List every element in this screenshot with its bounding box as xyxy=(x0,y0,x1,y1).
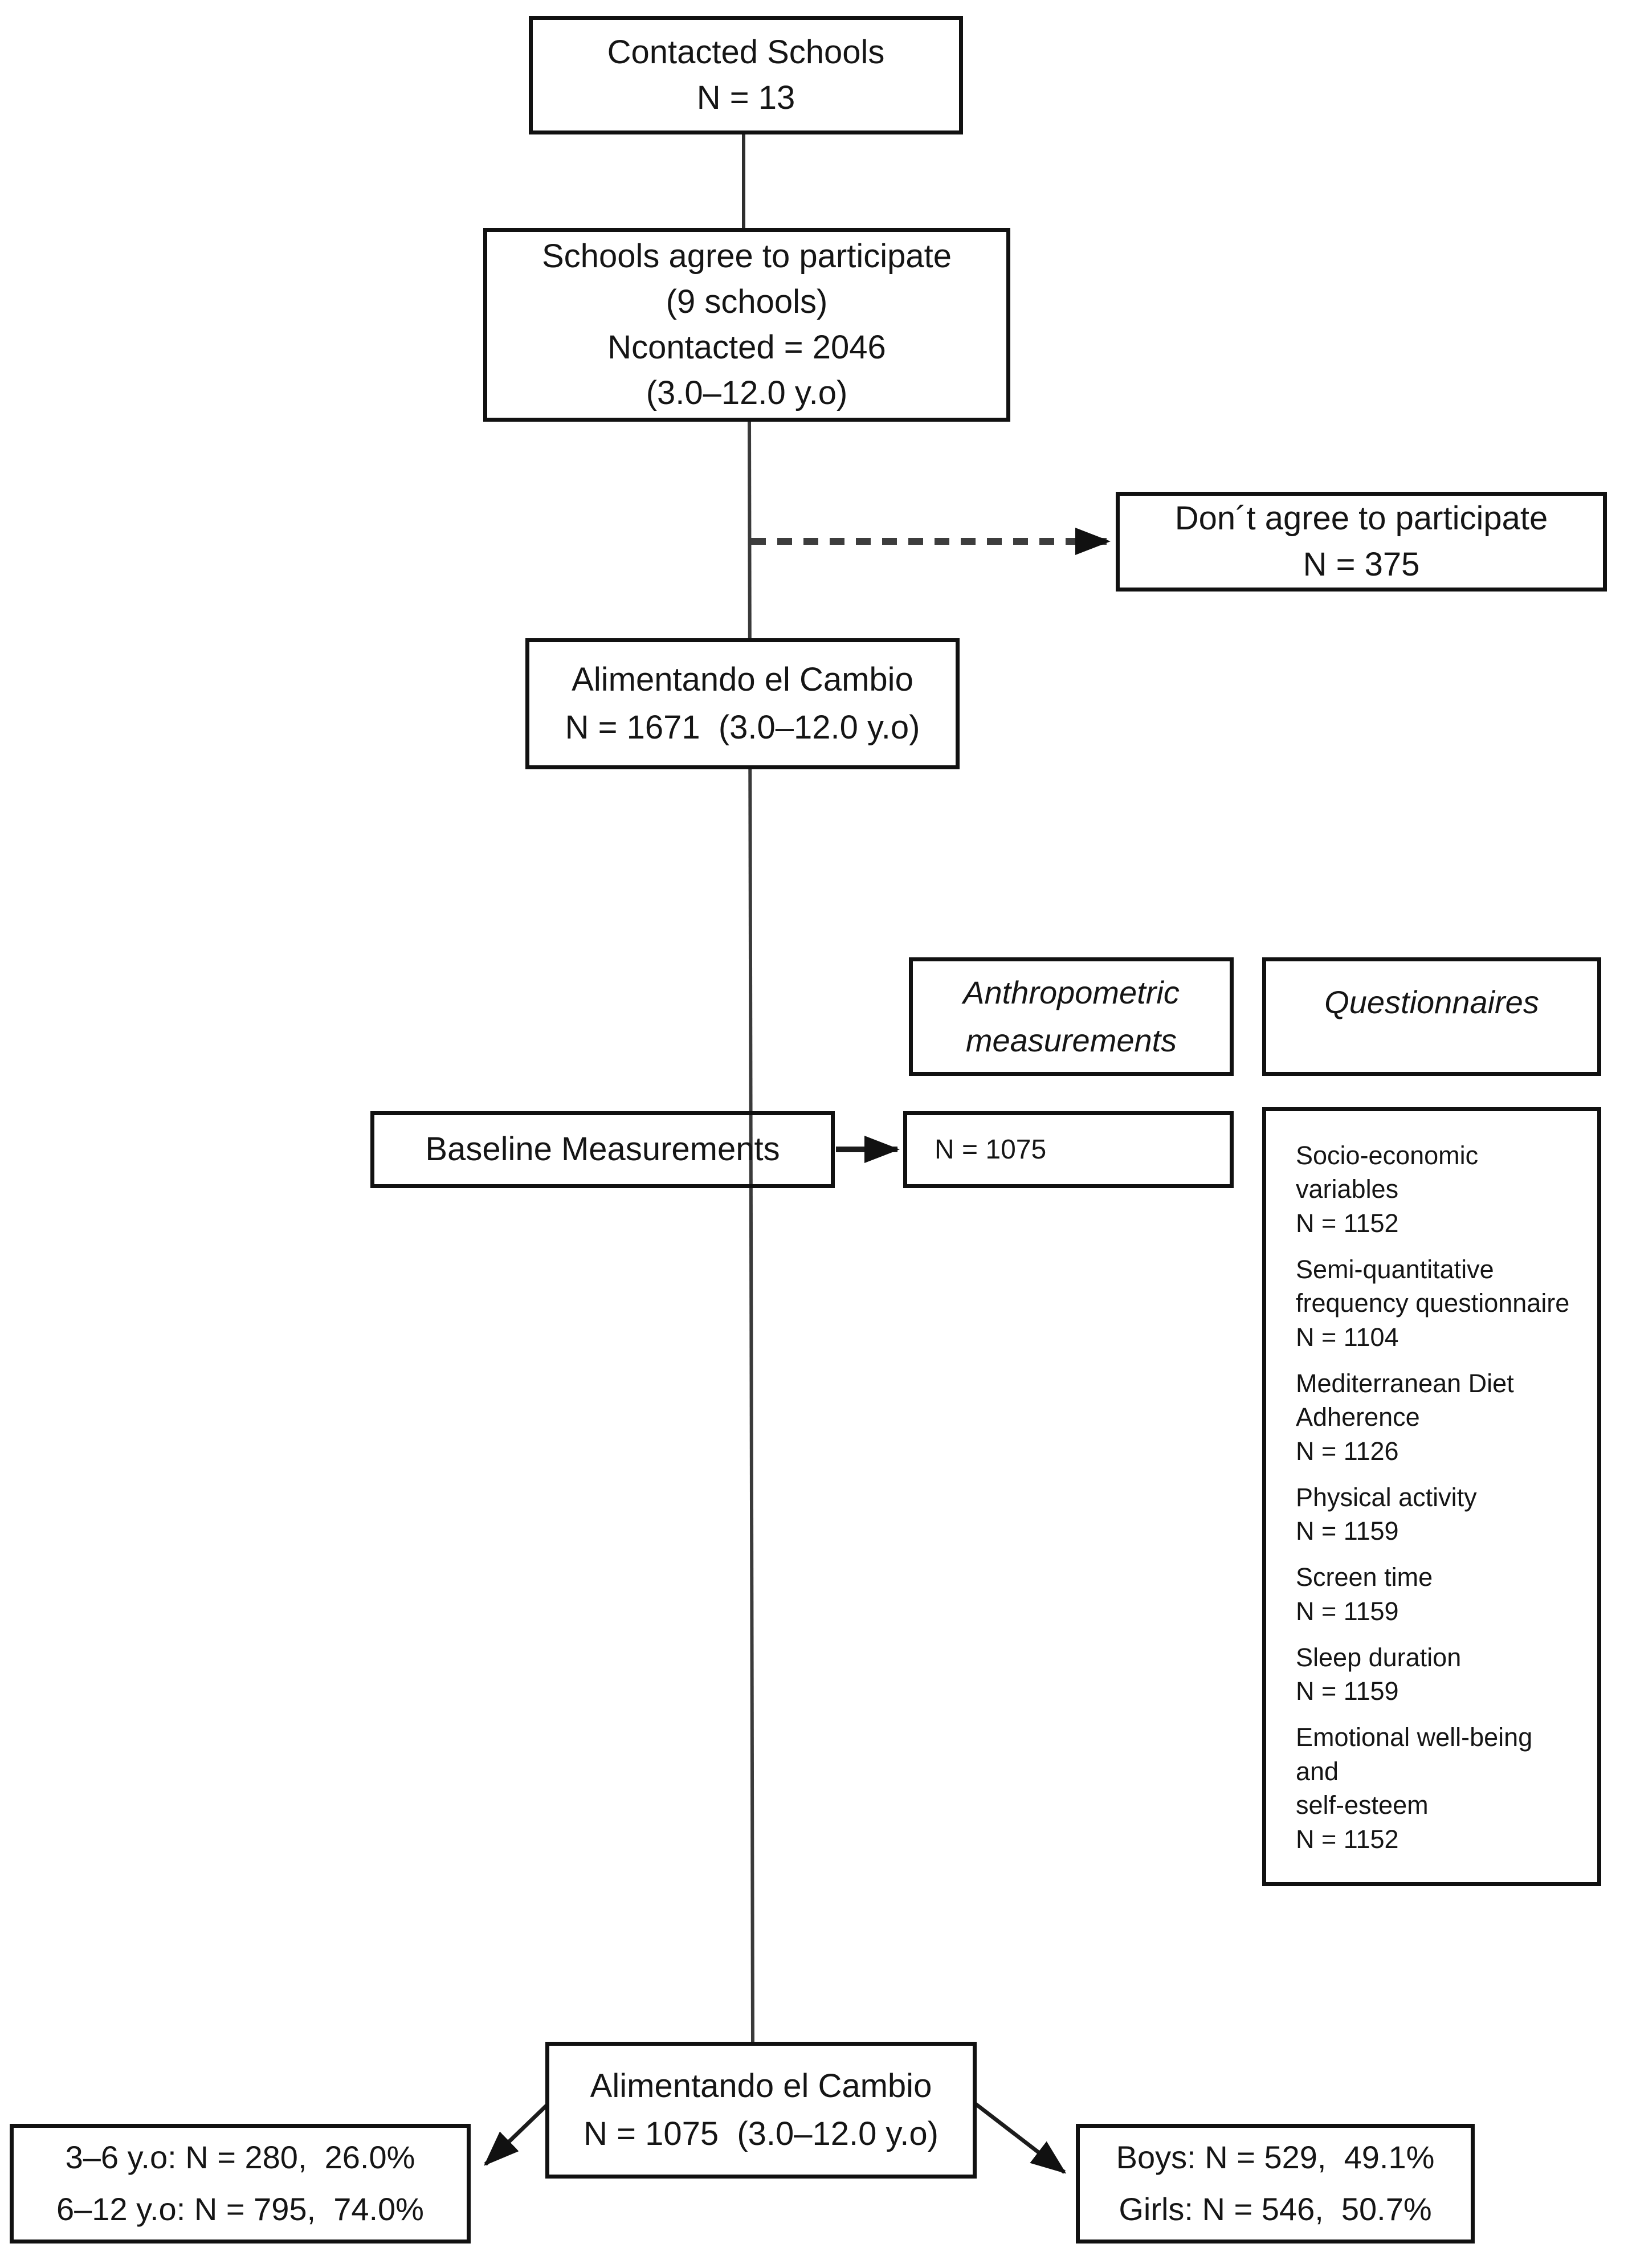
dont-agree-title: Don´t agree to participate xyxy=(1174,500,1548,537)
box-baseline-measurements: Baseline Measurements xyxy=(370,1111,835,1188)
schools-agree-age-range: (3.0–12.0 y.o) xyxy=(646,374,848,412)
box-contacted-schools: Contacted Schools N = 13 xyxy=(529,16,963,134)
age-split-younger: 3–6 y.o: N = 280, 26.0% xyxy=(65,2139,415,2176)
anthropometric-header-line1: Anthropometric xyxy=(963,974,1180,1010)
box-anthropometric-header: Anthropometric measurements xyxy=(909,957,1234,1076)
questionnaire-item-name: Adherence xyxy=(1296,1402,1420,1432)
questionnaire-item-name: Semi-quantitative xyxy=(1296,1254,1494,1284)
schools-agree-title: Schools agree to participate xyxy=(542,237,952,275)
box-sex-split: Boys: N = 529, 49.1% Girls: N = 546, 50.… xyxy=(1076,2124,1475,2243)
box-dont-agree: Don´t agree to participate N = 375 xyxy=(1116,492,1607,592)
dont-agree-n: N = 375 xyxy=(1303,545,1420,583)
anthropometric-header-line2: measurements xyxy=(965,1022,1177,1058)
schools-agree-ncontacted: Ncontacted = 2046 xyxy=(607,329,886,366)
questionnaire-item-n: N = 1152 xyxy=(1296,1824,1399,1854)
questionnaires-header-title: Questionnaires xyxy=(1324,984,1539,1020)
box-age-split: 3–6 y.o: N = 280, 26.0% 6–12 y.o: N = 79… xyxy=(10,2124,471,2243)
final-sample-n: N = 1075 (3.0–12.0 y.o) xyxy=(584,2115,939,2152)
questionnaire-item-name: self-esteem xyxy=(1296,1790,1429,1820)
questionnaire-item: Physical activity N = 1159 xyxy=(1296,1480,1580,1548)
sex-split-girls: Girls: N = 546, 50.7% xyxy=(1119,2191,1432,2227)
age-split-older: 6–12 y.o: N = 795, 74.0% xyxy=(56,2191,424,2227)
box-enrolled: Alimentando el Cambio N = 1671 (3.0–12.0… xyxy=(525,638,960,769)
questionnaire-item-name: frequency questionnaire xyxy=(1296,1288,1570,1318)
box-final-sample: Alimentando el Cambio N = 1075 (3.0–12.0… xyxy=(545,2042,977,2179)
contacted-schools-n: N = 13 xyxy=(696,79,795,116)
split-arrow-sex xyxy=(974,2102,1067,2174)
questionnaire-item-n: N = 1152 xyxy=(1296,1208,1399,1238)
sex-split-boys: Boys: N = 529, 49.1% xyxy=(1116,2139,1435,2176)
box-questionnaire-detail: Socio-economic variables N = 1152 Semi-q… xyxy=(1262,1107,1601,1886)
questionnaire-item-n: N = 1159 xyxy=(1296,1596,1399,1626)
questionnaire-item-name: Screen time xyxy=(1296,1563,1433,1592)
schools-agree-count: (9 schools) xyxy=(666,283,828,320)
questionnaire-item-name: Sleep duration xyxy=(1296,1642,1462,1672)
box-anthropometric-n: N = 1075 xyxy=(903,1111,1234,1188)
questionnaire-item: Semi-quantitative frequency questionnair… xyxy=(1296,1253,1580,1354)
contacted-schools-title: Contacted Schools xyxy=(607,33,885,71)
questionnaire-item-name: Mediterranean Diet xyxy=(1296,1368,1514,1398)
questionnaire-item: Emotional well-being and self-esteem N =… xyxy=(1296,1720,1580,1856)
questionnaire-item-n: N = 1104 xyxy=(1296,1322,1399,1352)
questionnaire-item-name: Physical activity xyxy=(1296,1482,1477,1512)
box-questionnaires-header: Questionnaires xyxy=(1262,957,1601,1076)
questionnaire-item-name: Emotional well-being and xyxy=(1296,1723,1540,1786)
questionnaire-item: Sleep duration N = 1159 xyxy=(1296,1641,1580,1708)
anthropometric-n-value: N = 1075 xyxy=(935,1134,1047,1165)
baseline-measurements-title: Baseline Measurements xyxy=(425,1131,780,1168)
questionnaire-item-n: N = 1159 xyxy=(1296,1516,1399,1546)
questionnaire-item: Screen time N = 1159 xyxy=(1296,1560,1580,1628)
questionnaire-item-name: Socio-economic variables xyxy=(1296,1141,1486,1204)
questionnaire-item-n: N = 1159 xyxy=(1296,1676,1399,1706)
final-sample-title: Alimentando el Cambio xyxy=(590,2067,932,2104)
questionnaire-item-n: N = 1126 xyxy=(1296,1436,1399,1466)
split-arrow-age xyxy=(484,2102,550,2166)
enrolled-title: Alimentando el Cambio xyxy=(572,660,913,698)
questionnaire-item: Mediterranean Diet Adherence N = 1126 xyxy=(1296,1366,1580,1468)
questionnaire-item: Socio-economic variables N = 1152 xyxy=(1296,1139,1580,1240)
enrolled-n: N = 1671 (3.0–12.0 y.o) xyxy=(565,709,920,746)
box-schools-agree: Schools agree to participate (9 schools)… xyxy=(483,228,1010,422)
